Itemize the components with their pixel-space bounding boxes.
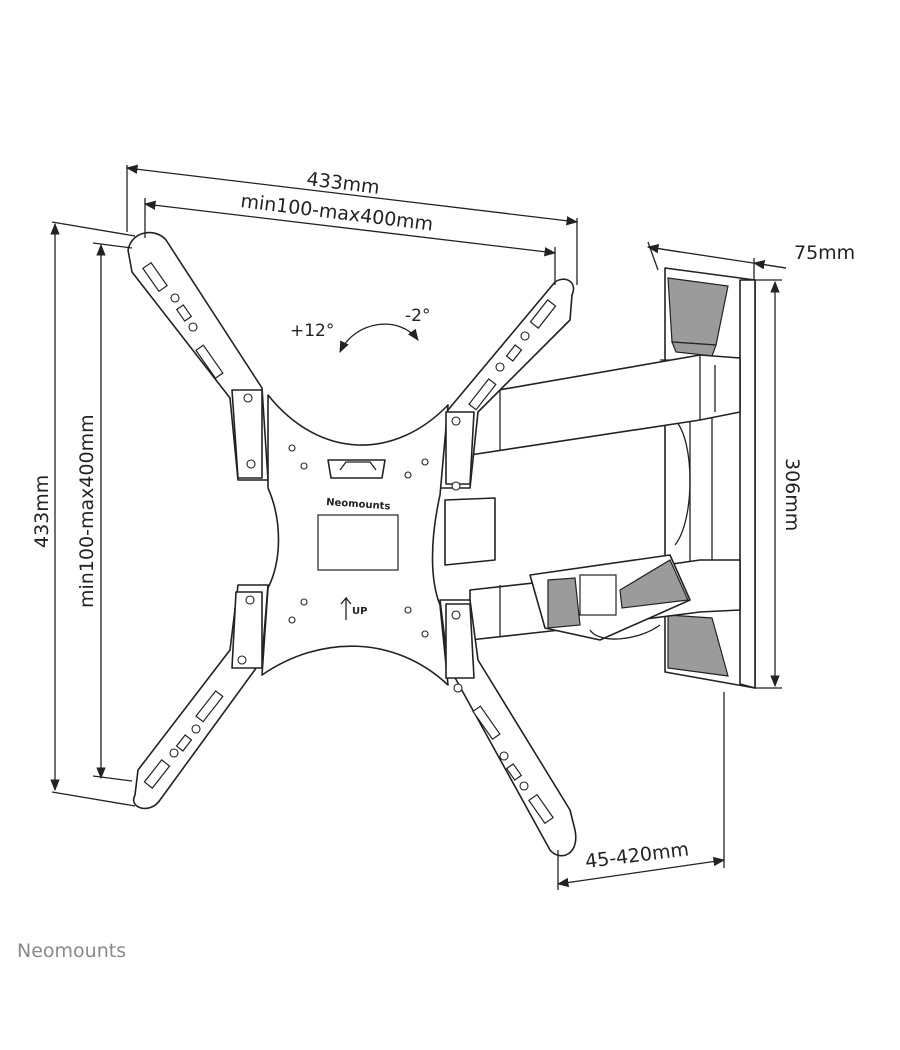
brand-logo: Neomounts: [17, 940, 126, 962]
vesa-height-label: min100-max400mm: [76, 414, 98, 608]
overall-height-label: 433mm: [31, 475, 53, 548]
wall-plate: [660, 267, 756, 689]
dimension-lines: [50, 164, 787, 890]
tilt-forward-label: +12°: [290, 321, 334, 341]
vesa-plate: Neomounts UP: [127, 231, 577, 857]
up-label: UP: [352, 606, 367, 617]
tilt-backward-label: -2°: [405, 306, 430, 326]
vesa-width-label: min100-max400mm: [239, 190, 434, 235]
depth-label: 75mm: [794, 242, 855, 264]
swing-arm: [444, 354, 741, 641]
tilt-indicator: +12° -2°: [290, 306, 430, 354]
overall-width-label: 433mm: [305, 168, 380, 199]
plate-logo: Neomounts: [326, 497, 391, 512]
wall-plate-height-label: 306mm: [781, 458, 803, 531]
